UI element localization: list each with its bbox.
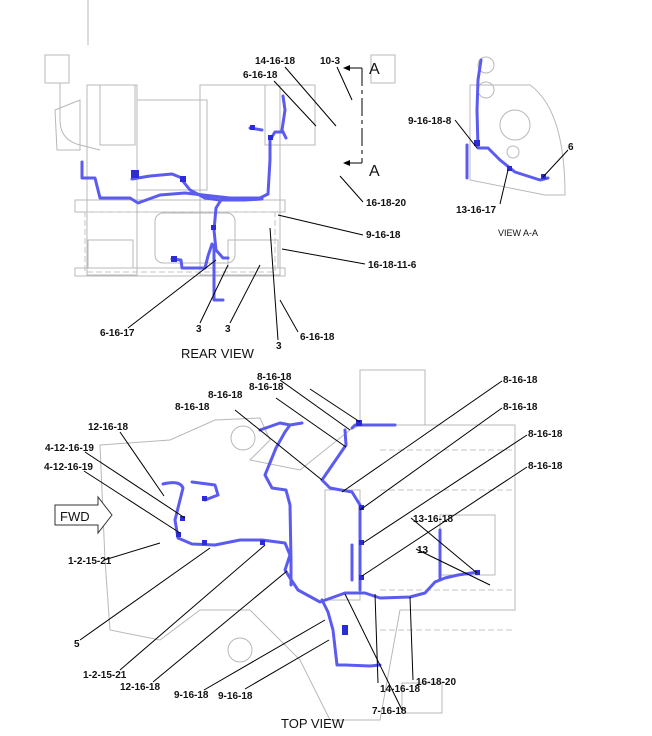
callout-label: 5 — [74, 639, 80, 650]
leader-line — [309, 388, 361, 423]
callout-label: 4-12-16-19 — [44, 462, 93, 473]
leader-line — [244, 639, 330, 690]
callout-label: 9-16-18 — [366, 230, 401, 241]
top-view-frame — [99, 369, 516, 721]
leader-line — [359, 407, 503, 511]
callout-label: 9-16-18 — [218, 691, 253, 702]
leader-line — [152, 570, 288, 683]
view-a-a-title: VIEW A-A — [498, 228, 538, 238]
leader-line — [79, 547, 211, 641]
callout-label: 1-2-15-21 — [68, 556, 112, 567]
callout-label: 13-16-17 — [456, 205, 496, 216]
leader-line — [542, 149, 569, 178]
section-marker-top: A — [369, 61, 380, 78]
leader-line — [84, 451, 186, 519]
leader-line — [281, 248, 366, 265]
leader-line — [199, 264, 229, 324]
callout-leaders — [79, 66, 569, 711]
callout-label: 1-2-15-21 — [83, 670, 127, 681]
callout-labels: 14-16-18 6-16-18 10-3 16-18-20 9-16-18 16-18-… — [44, 56, 574, 717]
callout-label: 6 — [568, 142, 574, 153]
callout-label: 4-12-16-19 — [45, 443, 94, 454]
callout-label: 14-16-18 — [380, 684, 420, 695]
leader-line — [284, 66, 337, 127]
leader-line — [499, 169, 509, 205]
leader-line — [119, 544, 266, 671]
leader-line — [410, 517, 478, 574]
leader-line — [279, 299, 299, 333]
leader-line — [269, 227, 279, 341]
leader-line — [273, 80, 317, 127]
view-a-a-frame — [469, 56, 566, 196]
callout-label: 8-16-18 — [175, 402, 210, 413]
callout-label: 14-16-18 — [255, 56, 295, 67]
callout-label: 7-16-18 — [372, 706, 407, 717]
callout-label: 3 — [225, 324, 231, 335]
top-view-title: TOP VIEW — [281, 716, 345, 731]
top-view-hoses — [161, 420, 480, 668]
callout-label: 16-18-11-6 — [368, 260, 417, 271]
leader-line — [454, 119, 478, 149]
callout-label: 8-16-18 — [503, 375, 538, 386]
leader-line — [362, 434, 528, 544]
view-a-a-hoses — [465, 58, 550, 182]
callout-label: 13-16-18 — [413, 514, 453, 525]
leader-line — [277, 214, 364, 236]
rear-view-frame — [44, 0, 396, 277]
leader-line — [83, 470, 181, 534]
callout-label: 12-16-18 — [120, 682, 160, 693]
callout-label: 10-3 — [320, 56, 340, 67]
callout-label: 6-16-18 — [300, 332, 335, 343]
fwd-label: FWD — [60, 509, 90, 524]
section-marker-bottom: A — [369, 163, 380, 180]
leader-line — [341, 380, 503, 493]
callout-label: 8-16-18 — [249, 382, 284, 393]
leader-line — [415, 548, 491, 586]
callout-label: 8-16-18 — [528, 461, 563, 472]
leader-line — [119, 431, 165, 497]
leader-line — [344, 593, 403, 711]
leader-line — [203, 619, 326, 691]
leader-line — [229, 264, 261, 324]
callout-label: 8-16-18 — [528, 429, 563, 440]
callout-label: 6-16-18 — [243, 70, 278, 81]
leader-line — [374, 593, 379, 684]
leader-line — [127, 259, 217, 329]
callout-label: 8-16-18 — [208, 390, 243, 401]
section-arrows: A A — [343, 61, 380, 180]
leader-line — [339, 175, 364, 203]
leader-line — [336, 66, 353, 101]
callout-label: 16-18-20 — [366, 198, 406, 209]
callout-label: 6-16-17 — [100, 328, 135, 339]
leader-line — [361, 466, 528, 577]
callout-label: 13 — [417, 545, 429, 556]
rear-view-title: REAR VIEW — [181, 346, 255, 361]
leader-line — [103, 542, 161, 561]
leader-line — [275, 397, 347, 448]
callout-label: 3 — [196, 324, 202, 335]
callout-label: 9-16-18 — [174, 690, 209, 701]
callout-label: 8-16-18 — [257, 372, 292, 383]
callout-label: 16-18-20 — [416, 677, 456, 688]
callout-label: 9-16-18-8 — [408, 116, 452, 127]
leader-line — [279, 379, 351, 431]
fwd-arrow: FWD — [54, 495, 113, 535]
leader-line — [409, 596, 414, 681]
rear-view-hoses — [80, 94, 288, 302]
leader-line — [234, 409, 323, 481]
callout-label: 3 — [276, 341, 282, 352]
callout-label: 12-16-18 — [88, 422, 128, 433]
callout-label: 8-16-18 — [503, 402, 538, 413]
